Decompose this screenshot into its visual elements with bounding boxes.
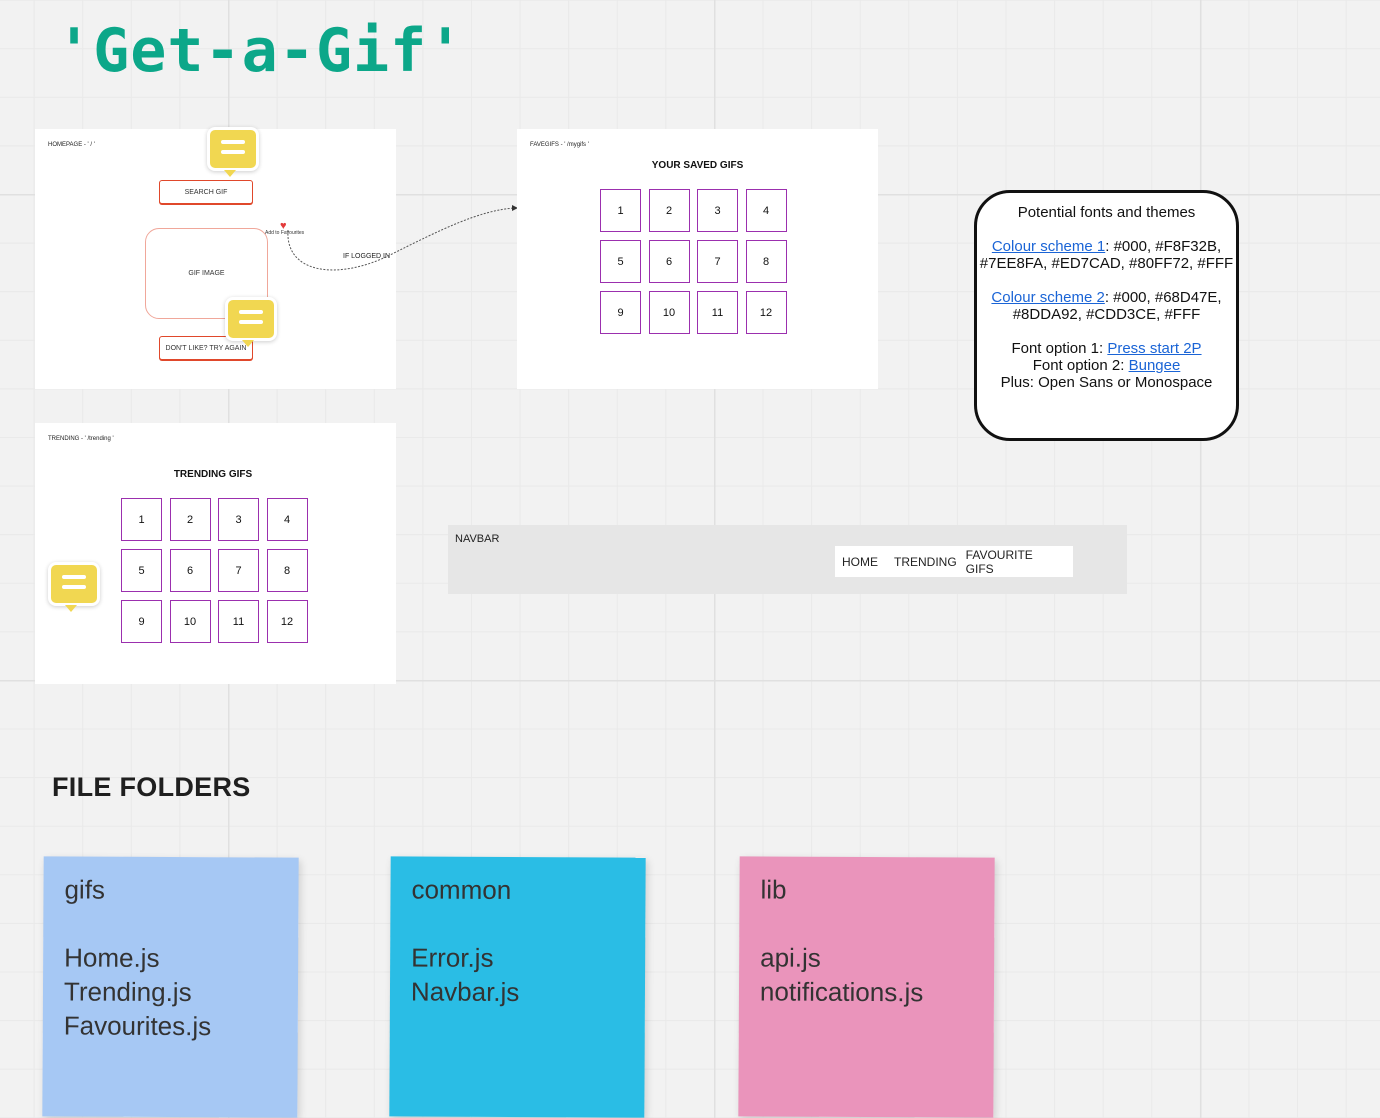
file-name: Error.js (411, 942, 494, 973)
gif-slot[interactable]: 12 (745, 291, 787, 334)
gif-slot[interactable]: 8 (266, 549, 308, 592)
trending-gifs-heading: TRENDING GIFS (173, 469, 253, 480)
gif-slot[interactable]: 9 (600, 291, 641, 334)
gif-slot[interactable]: 4 (266, 498, 308, 541)
colour-scheme-1-link[interactable]: Colour scheme 1 (991, 238, 1106, 255)
sticky-note-gifs[interactable]: gifs Home.js Trending.js Favourites.js (42, 856, 299, 1118)
gif-slot[interactable]: 11 (218, 600, 259, 643)
sticky-note-common[interactable]: common Error.js Navbar.js (389, 856, 646, 1118)
nav-item-trending[interactable]: TRENDING (894, 554, 957, 569)
font-option-1-link[interactable]: Press start 2P (1107, 340, 1202, 357)
favegifs-frame-label: FAVEGIFS - ' /mygifs ' (530, 142, 589, 148)
font-option-2-prefix: Font option 2: (1032, 357, 1129, 374)
gif-slot[interactable]: 6 (648, 240, 690, 283)
trending-frame-label: TRENDING - ' /trending ' (48, 436, 114, 442)
connector-label: IF LOGGED IN (343, 253, 391, 260)
themes-note-title: Potential fonts and themes (1017, 204, 1196, 221)
navbar-frame-label: NAVBAR (455, 533, 500, 545)
search-gif-button[interactable]: SEARCH GIF (159, 180, 253, 204)
plus-fonts-line: Plus: Open Sans or Monospace (1000, 374, 1213, 391)
gif-slot[interactable]: 5 (600, 240, 641, 283)
gif-slot[interactable]: 10 (169, 600, 211, 643)
font-option-1-prefix: Font option 1: (1011, 340, 1108, 357)
navbar-frame[interactable]: NAVBAR HOME TRENDING FAVOURITE GIFS (448, 525, 1127, 594)
gif-slot[interactable]: 1 (600, 189, 641, 232)
file-name: Favourites.js (63, 1010, 212, 1042)
colour-scheme-2-line: Colour scheme 2: #000, #68D47E, #8DDA92,… (977, 289, 1236, 323)
gif-slot[interactable]: 11 (697, 291, 738, 334)
add-favourites-label: Add to Favourites (265, 230, 305, 236)
gif-slot[interactable]: 5 (121, 549, 162, 592)
colour-scheme-2-link[interactable]: Colour scheme 2 (991, 289, 1105, 306)
gif-slot[interactable]: 1 (121, 498, 162, 541)
folder-name: lib (760, 874, 787, 905)
homepage-frame-label: HOMEPAGE - ' / ' (48, 142, 95, 148)
flow-connector-arrow (287, 205, 518, 271)
gif-slot[interactable]: 10 (648, 291, 690, 334)
gif-slot[interactable]: 2 (648, 189, 690, 232)
file-name: api.js (760, 942, 821, 973)
comment-bubble-icon[interactable] (207, 127, 259, 177)
folder-name: gifs (64, 874, 106, 905)
navbar-mockup: HOME TRENDING FAVOURITE GIFS (835, 546, 1073, 577)
board-title: 'Get-a-Gif' (56, 16, 465, 86)
file-name: Navbar.js (410, 976, 520, 1008)
sticky-note-lib[interactable]: lib api.js notifications.js (738, 856, 995, 1118)
gif-slot[interactable]: 2 (169, 498, 211, 541)
colour-scheme-1-line: Colour scheme 1: #000, #F8F32B, #7EE8FA,… (977, 238, 1236, 272)
folder-name: common (411, 874, 512, 905)
gif-slot[interactable]: 7 (697, 240, 738, 283)
homepage-frame[interactable]: HOMEPAGE - ' / ' SEARCH GIF GIF IMAGE DO… (35, 129, 396, 389)
font-option-2-line: Font option 2: Bungee (977, 357, 1236, 374)
gif-slot[interactable]: 3 (697, 189, 738, 232)
gif-slot[interactable]: 12 (266, 600, 308, 643)
file-name: Home.js (64, 942, 160, 973)
gif-slot[interactable]: 6 (169, 549, 211, 592)
themes-note[interactable]: Potential fonts and themes Colour scheme… (974, 190, 1239, 441)
gif-slot[interactable]: 7 (218, 549, 259, 592)
comment-bubble-icon[interactable] (48, 562, 100, 612)
font-option-1-line: Font option 1: Press start 2P (977, 340, 1236, 357)
gif-slot[interactable]: 4 (745, 189, 787, 232)
gif-slot[interactable]: 8 (745, 240, 787, 283)
saved-gifs-heading: YOUR SAVED GIFS (651, 160, 744, 171)
gif-slot[interactable]: 9 (121, 600, 162, 643)
nav-item-home[interactable]: HOME (842, 554, 878, 569)
font-option-2-link[interactable]: Bungee (1128, 357, 1181, 374)
colour-scheme-1-colors: : #000, #F8F32B, #7EE8FA, #ED7CAD, #80FF… (979, 238, 1234, 272)
nav-item-favourite-gifs[interactable]: FAVOURITE GIFS (965, 547, 1033, 576)
file-name: notifications.js (759, 976, 924, 1008)
comment-bubble-icon[interactable] (225, 297, 277, 347)
gif-slot[interactable]: 3 (218, 498, 259, 541)
file-folders-heading: FILE FOLDERS (52, 772, 251, 802)
colour-scheme-2-colors: : #000, #68D47E, #8DDA92, #CDD3CE, #FFF (1012, 289, 1222, 323)
heart-icon[interactable]: ♥ (280, 220, 287, 232)
favegifs-frame[interactable]: FAVEGIFS - ' /mygifs ' YOUR SAVED GIFS 1… (517, 129, 878, 389)
file-name: Trending.js (63, 976, 192, 1008)
trending-frame[interactable]: TRENDING - ' /trending ' TRENDING GIFS 1… (35, 423, 396, 684)
